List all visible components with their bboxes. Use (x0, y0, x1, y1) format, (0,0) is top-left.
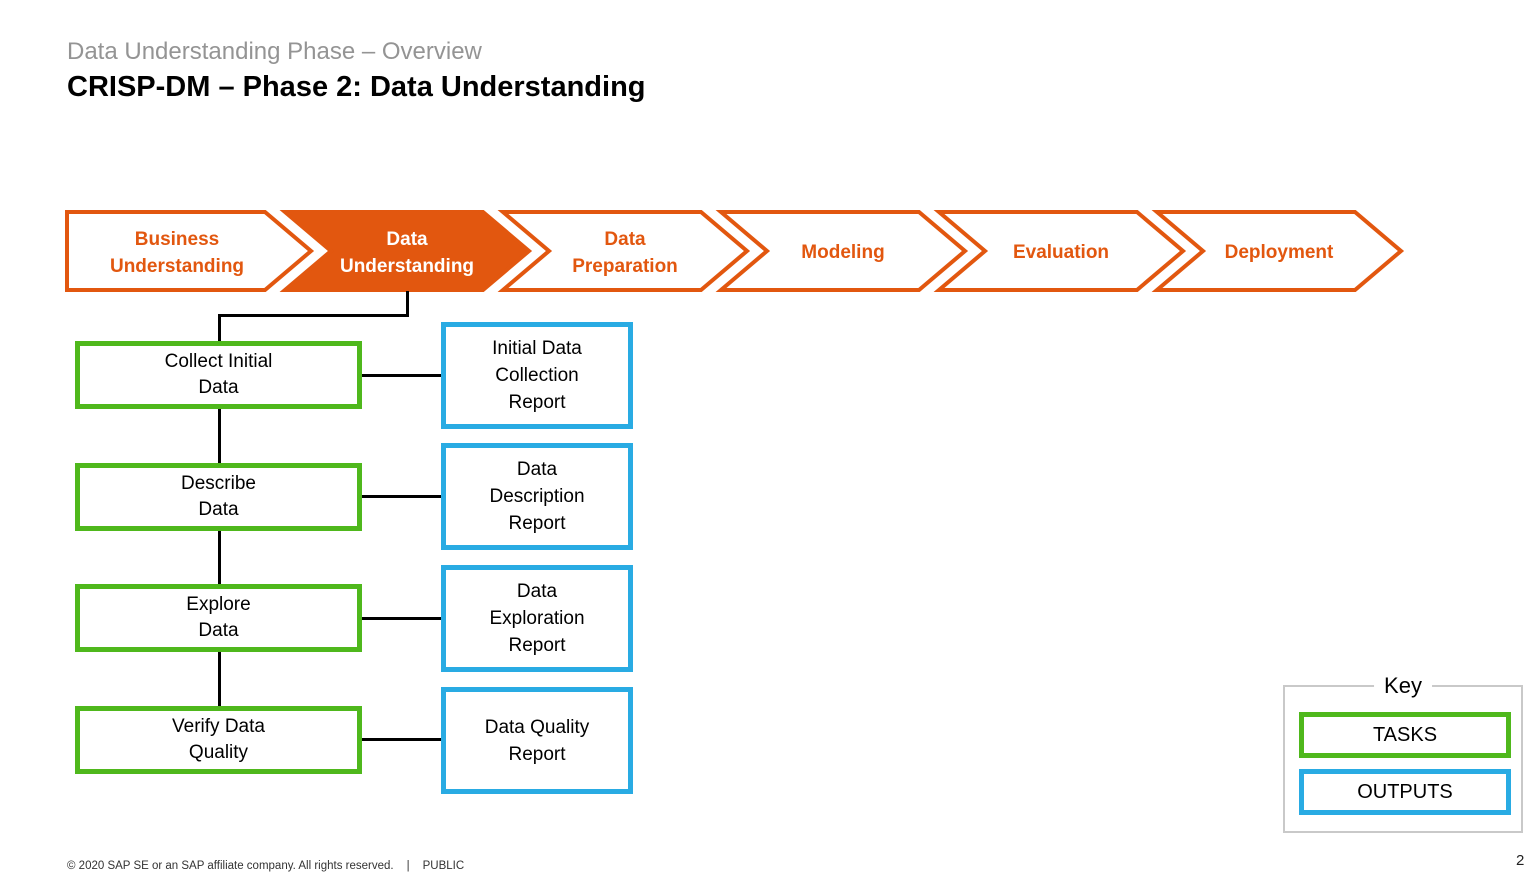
task-label-line: Describe (181, 473, 256, 494)
connector-task1-output1 (358, 374, 443, 377)
legend-item-tasks: TASKS (1299, 712, 1511, 758)
task-label-line: Data (198, 377, 239, 398)
task-label-line: Explore (186, 594, 251, 615)
connector-task4-output4 (358, 738, 443, 741)
chevron-business-understanding (65, 210, 315, 292)
output-label-line: Description (489, 486, 585, 507)
connector-task3-task4 (218, 650, 221, 708)
connector-branch-horizontal (218, 314, 409, 317)
output-data-quality-report: Data Quality Report (441, 687, 633, 794)
output-label-line: Data (516, 459, 558, 480)
output-label-line: Exploration (489, 608, 585, 629)
output-label-line: Report (508, 635, 566, 656)
legend-item-label: TASKS (1372, 723, 1438, 746)
connector-chevron-drop (406, 291, 409, 317)
slide-title: CRISP-DM – Phase 2: Data Understanding (67, 71, 646, 103)
output-label-line: Initial Data (492, 338, 582, 359)
legend-item-label: OUTPUTS (1357, 780, 1453, 803)
output-label-line: Data (516, 581, 558, 602)
connector-task2-task3 (218, 529, 221, 586)
chevron-label-deployment: Deployment (1225, 242, 1334, 263)
task-label-line: Collect Initial (164, 351, 273, 372)
chevron-data-preparation (497, 210, 751, 292)
task-label-line: Quality (188, 742, 249, 763)
chevron-deployment (1151, 210, 1405, 292)
legend: Key TASKS OUTPUTS (1283, 673, 1523, 833)
task-verify-data-quality: Verify Data Quality (75, 706, 362, 774)
connector-task1-task2 (218, 407, 221, 465)
task-collect-initial-data: Collect Initial Data (75, 341, 362, 409)
footer-classification: PUBLIC (422, 860, 465, 872)
connector-task3-output3 (358, 617, 443, 620)
legend-item-outputs: OUTPUTS (1299, 769, 1511, 815)
footer-divider: | (406, 860, 410, 872)
slide-subtitle: Data Understanding Phase – Overview (67, 38, 482, 65)
output-label-line: Report (508, 513, 566, 534)
chevron-data-understanding (279, 210, 533, 292)
chevron-evaluation (933, 210, 1187, 292)
output-label-line: Data Quality (484, 716, 590, 738)
output-label-line: Report (508, 743, 566, 765)
output-label-line: Collection (495, 365, 579, 386)
connector-task2-output2 (358, 495, 443, 498)
output-initial-data-collection-report: Initial Data Collection Report (441, 322, 633, 429)
page-number: 2 (1516, 852, 1525, 869)
chevron-modeling (715, 210, 969, 292)
chevron-label-modeling: Modeling (801, 242, 884, 263)
task-label-line: Verify Data (172, 716, 265, 737)
task-describe-data: Describe Data (75, 463, 362, 531)
output-label-line: Report (508, 392, 566, 413)
legend-title: Key (1374, 673, 1432, 699)
footer: © 2020 SAP SE or an SAP affiliate compan… (67, 860, 464, 872)
output-data-description-report: Data Description Report (441, 443, 633, 550)
task-explore-data: Explore Data (75, 584, 362, 652)
task-label-line: Data (198, 499, 239, 520)
footer-copyright: © 2020 SAP SE or an SAP affiliate compan… (67, 860, 394, 872)
connector-branch-into-task1 (218, 314, 221, 344)
task-label-line: Data (198, 620, 239, 641)
output-data-exploration-report: Data Exploration Report (441, 565, 633, 672)
chevron-label-evaluation: Evaluation (1013, 242, 1109, 263)
